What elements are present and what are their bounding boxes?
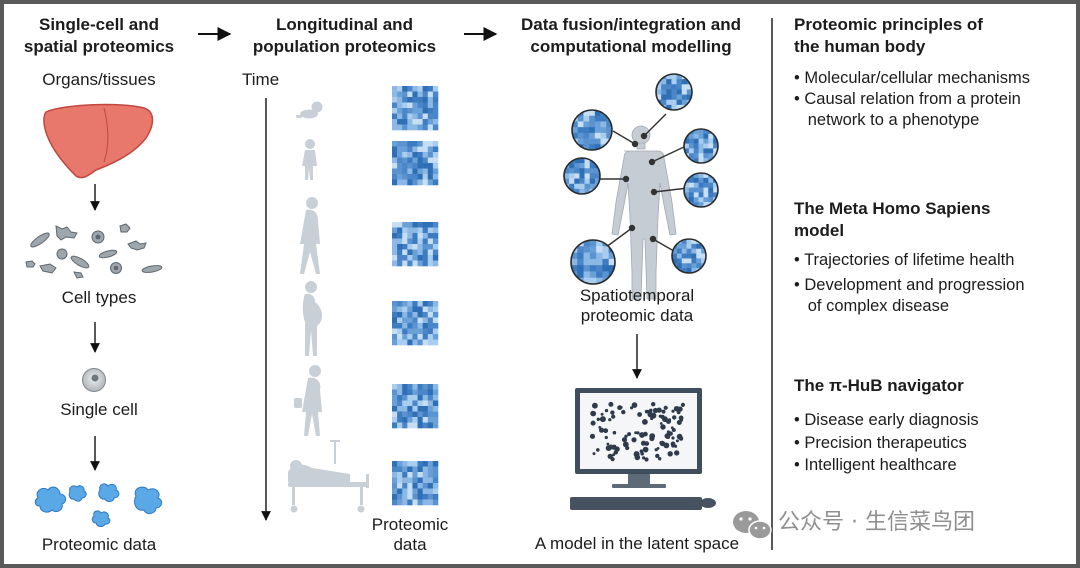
heatmap-circle <box>683 172 719 208</box>
heatmap-square <box>392 384 439 429</box>
bullet: • Trajectories of lifetime health <box>794 251 1015 269</box>
protein-blobs-icon <box>34 483 163 527</box>
heatmap-square <box>392 301 439 346</box>
section-3-bullets: • Disease early diagnosis • Precision th… <box>794 409 979 477</box>
heatmap-circle <box>683 128 719 164</box>
bullet: • Molecular/cellular mechanisms <box>794 69 1030 87</box>
elderly-silhouette <box>294 365 322 436</box>
human-body-icon <box>611 125 677 300</box>
cell-types-icon <box>25 223 163 279</box>
label-latent-space: A model in the latent space <box>534 534 740 553</box>
heatmap-circle <box>655 73 693 111</box>
section-1-bullets: • Molecular/cellular mechanisms • Causal… <box>794 68 1030 131</box>
liver-organ-icon <box>43 103 154 179</box>
bullet: of complex disease <box>794 297 949 315</box>
heatmap-square <box>392 86 439 131</box>
wechat-logo-icon <box>733 511 772 540</box>
section-3-title: The π-HuB navigator <box>794 376 964 395</box>
bullet: network to a phenotype <box>794 111 980 129</box>
heatmap-circle <box>571 109 613 151</box>
label-proteomic-data-col1: Proteomic data <box>41 535 157 554</box>
single-cell-icon <box>82 368 106 392</box>
label-time: Time <box>242 70 280 89</box>
section-2-bullets: • Trajectories of lifetime health • Deve… <box>794 250 1025 317</box>
watermark-text: 公众号 · 生信菜鸟团 <box>778 510 975 535</box>
bullet: • Precision therapeutics <box>794 433 967 452</box>
heatmap-circle <box>671 238 707 274</box>
label-organs-tissues: Organs/tissues <box>42 70 156 89</box>
heatmap-square <box>392 222 439 267</box>
bullet: • Intelligent healthcare <box>794 456 957 474</box>
body-heatmap-circles <box>563 73 719 285</box>
label-cell-types: Cell types <box>61 288 137 307</box>
bullet: • Disease early diagnosis <box>794 411 979 429</box>
diagram-art <box>25 18 773 550</box>
hospital-bed-silhouette <box>288 440 369 513</box>
pregnant-woman-silhouette <box>302 281 323 356</box>
label-single-cell: Single cell <box>60 400 138 419</box>
child-silhouette <box>302 139 317 180</box>
heatmap-circle <box>570 239 616 285</box>
baby-silhouette <box>296 101 323 119</box>
bullet: • Development and progression <box>794 276 1025 294</box>
bullet: • Causal relation from a protein <box>794 90 1021 108</box>
heatmap-square <box>392 461 439 506</box>
heatmap-square <box>392 141 439 186</box>
adult-woman-silhouette <box>300 197 320 274</box>
heatmap-circle <box>563 157 601 195</box>
latent-space-dots <box>589 401 686 462</box>
timeline-heatmaps <box>392 86 439 506</box>
